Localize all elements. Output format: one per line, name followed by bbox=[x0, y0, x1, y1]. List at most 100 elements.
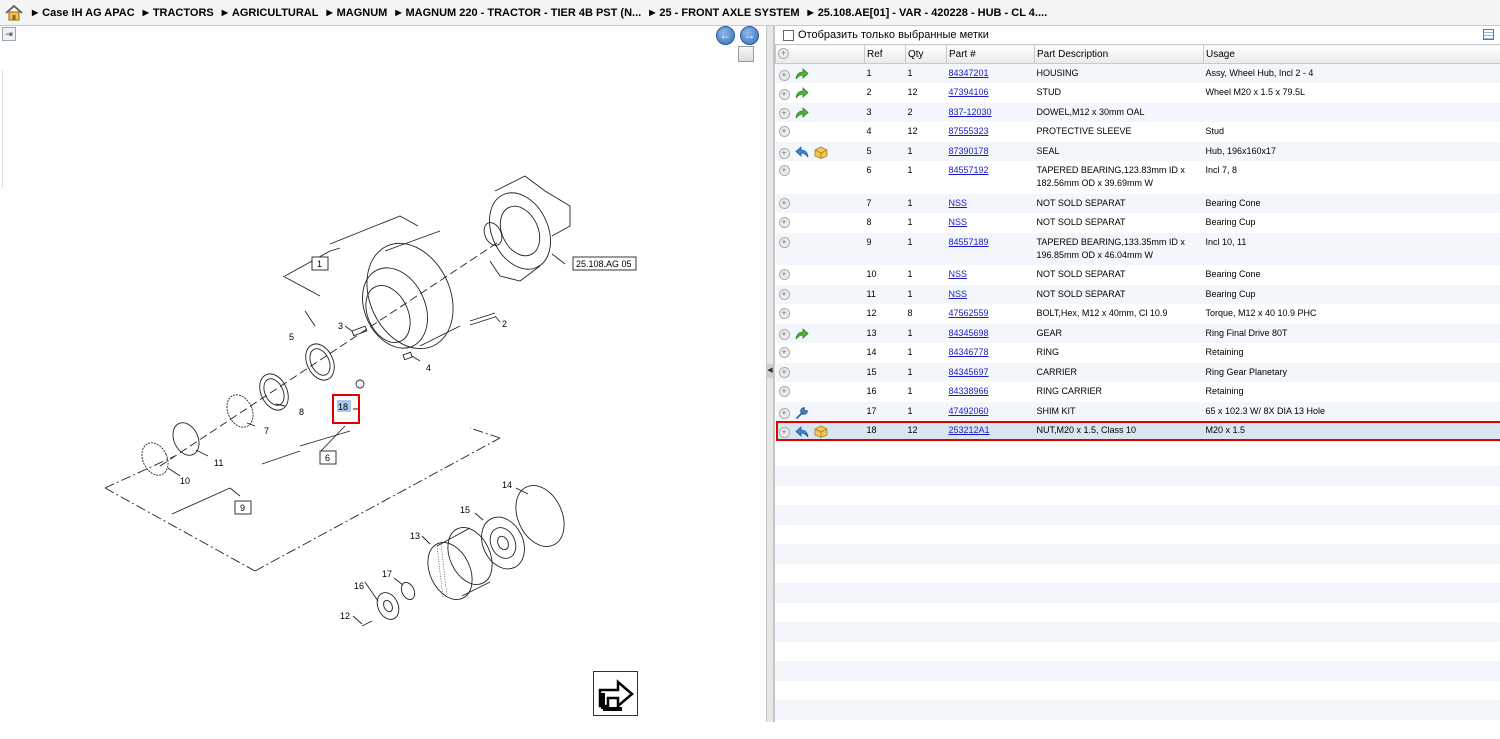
green-arrow-icon[interactable] bbox=[795, 87, 809, 101]
jump-to-diagram-button[interactable] bbox=[593, 671, 638, 716]
part-number-link[interactable]: 837-12030 bbox=[949, 107, 992, 117]
part-number-link[interactable]: 84338966 bbox=[949, 386, 989, 396]
expand-row-icon[interactable]: + bbox=[779, 427, 790, 438]
header-qty[interactable]: Qty bbox=[906, 45, 947, 64]
callout-6[interactable]: 6 bbox=[325, 453, 330, 463]
header-expand-all[interactable]: + bbox=[776, 45, 865, 64]
callout-10[interactable]: 10 bbox=[180, 476, 190, 486]
green-arrow-icon[interactable] bbox=[795, 68, 809, 82]
part-number-link[interactable]: 87555323 bbox=[949, 126, 989, 136]
part-number-link[interactable]: 47562559 bbox=[949, 308, 989, 318]
callout-16[interactable]: 16 bbox=[354, 581, 364, 591]
breadcrumb-item[interactable]: ▶25.108.AE[01] - VAR - 420228 - HUB - CL… bbox=[808, 7, 1048, 19]
expand-row-icon[interactable]: + bbox=[779, 329, 790, 340]
expand-row-icon[interactable]: + bbox=[779, 308, 790, 319]
part-number-link[interactable]: 84557189 bbox=[949, 237, 989, 247]
callout-17[interactable]: 17 bbox=[382, 569, 392, 579]
callout-14[interactable]: 14 bbox=[502, 480, 512, 490]
expand-row-icon[interactable]: + bbox=[779, 126, 790, 137]
header-part-number[interactable]: Part # bbox=[947, 45, 1035, 64]
callout-1[interactable]: 1 bbox=[317, 259, 322, 269]
part-number-link[interactable]: NSS bbox=[949, 269, 968, 279]
breadcrumb-item[interactable]: ▶Case IH AG APAC bbox=[32, 7, 135, 19]
callout-15[interactable]: 15 bbox=[460, 505, 470, 515]
expand-row-icon[interactable]: + bbox=[779, 148, 790, 159]
part-number-link[interactable]: 47394106 bbox=[949, 87, 989, 97]
expand-row-icon[interactable]: + bbox=[779, 237, 790, 248]
callout-7[interactable]: 7 bbox=[264, 426, 269, 436]
callout-11[interactable]: 11 bbox=[214, 458, 223, 468]
expand-row-icon[interactable]: + bbox=[779, 108, 790, 119]
package-box-icon[interactable] bbox=[814, 146, 828, 161]
package-box-icon[interactable] bbox=[814, 425, 828, 440]
callout-2[interactable]: 2 bbox=[502, 319, 507, 329]
part-number-link[interactable]: 84557192 bbox=[949, 165, 989, 175]
part-number-link[interactable]: NSS bbox=[949, 198, 968, 208]
expand-row-icon[interactable]: + bbox=[779, 269, 790, 280]
expand-row-icon[interactable]: + bbox=[779, 386, 790, 397]
header-ref[interactable]: Ref bbox=[865, 45, 906, 64]
callout-13[interactable]: 13 bbox=[410, 531, 420, 541]
callout-5[interactable]: 5 bbox=[289, 332, 294, 342]
callout-12[interactable]: 12 bbox=[340, 611, 350, 621]
breadcrumb-item[interactable]: ▶25 - FRONT AXLE SYSTEM bbox=[649, 7, 799, 19]
callout-4[interactable]: 4 bbox=[426, 363, 431, 373]
callout-18-selected[interactable]: 18 bbox=[338, 402, 348, 412]
expand-row-icon[interactable]: + bbox=[779, 347, 790, 358]
expand-row-icon[interactable]: + bbox=[779, 70, 790, 81]
part-number-link[interactable]: 84345698 bbox=[949, 328, 989, 338]
callout-9[interactable]: 9 bbox=[240, 503, 245, 513]
green-arrow-icon[interactable] bbox=[795, 328, 809, 342]
panel-splitter[interactable]: ◀ bbox=[766, 26, 774, 722]
expand-row-icon[interactable]: + bbox=[779, 289, 790, 300]
grid-options-icon[interactable] bbox=[1483, 29, 1494, 40]
expand-row-icon[interactable]: + bbox=[779, 198, 790, 209]
header-part-description[interactable]: Part Description bbox=[1035, 45, 1204, 64]
show-selected-only-checkbox[interactable] bbox=[783, 30, 794, 41]
part-number-link[interactable]: NSS bbox=[949, 217, 968, 227]
expand-row-icon[interactable]: + bbox=[779, 408, 790, 419]
callout-3[interactable]: 3 bbox=[338, 321, 343, 331]
part-number-link[interactable]: 84347201 bbox=[949, 68, 989, 78]
breadcrumb-item[interactable]: ▶AGRICULTURAL bbox=[222, 7, 319, 19]
reference-box-label[interactable]: 25.108.AG 05 bbox=[576, 259, 632, 269]
callout-8[interactable]: 8 bbox=[299, 407, 304, 417]
blue-return-arrow-icon[interactable] bbox=[795, 426, 809, 440]
breadcrumb-item[interactable]: ▶MAGNUM 220 - TRACTOR - TIER 4B PST (N..… bbox=[395, 7, 641, 19]
home-icon[interactable] bbox=[4, 4, 24, 22]
part-number-link[interactable]: 87390178 bbox=[949, 146, 989, 156]
wrench-icon[interactable] bbox=[795, 406, 809, 421]
part-number-link[interactable]: 253212A1 bbox=[949, 425, 990, 435]
header-usage[interactable]: Usage bbox=[1204, 45, 1500, 64]
part-number-link[interactable]: 84345697 bbox=[949, 367, 989, 377]
expand-all-icon[interactable]: + bbox=[778, 48, 789, 59]
expand-row-icon[interactable]: + bbox=[779, 217, 790, 228]
part-number-link[interactable]: 84346778 bbox=[949, 347, 989, 357]
breadcrumb-item[interactable]: ▶TRACTORS bbox=[143, 7, 214, 19]
expand-row-icon[interactable]: + bbox=[779, 165, 790, 176]
green-arrow-icon[interactable] bbox=[795, 107, 809, 121]
part-number-link[interactable]: 47492060 bbox=[949, 406, 989, 416]
expand-row-icon[interactable]: + bbox=[779, 367, 790, 378]
collapse-arrow-icon[interactable]: ◀ bbox=[767, 364, 773, 378]
breadcrumb-item[interactable]: ▶MAGNUM bbox=[326, 7, 387, 19]
part-number-link[interactable]: NSS bbox=[949, 289, 968, 299]
